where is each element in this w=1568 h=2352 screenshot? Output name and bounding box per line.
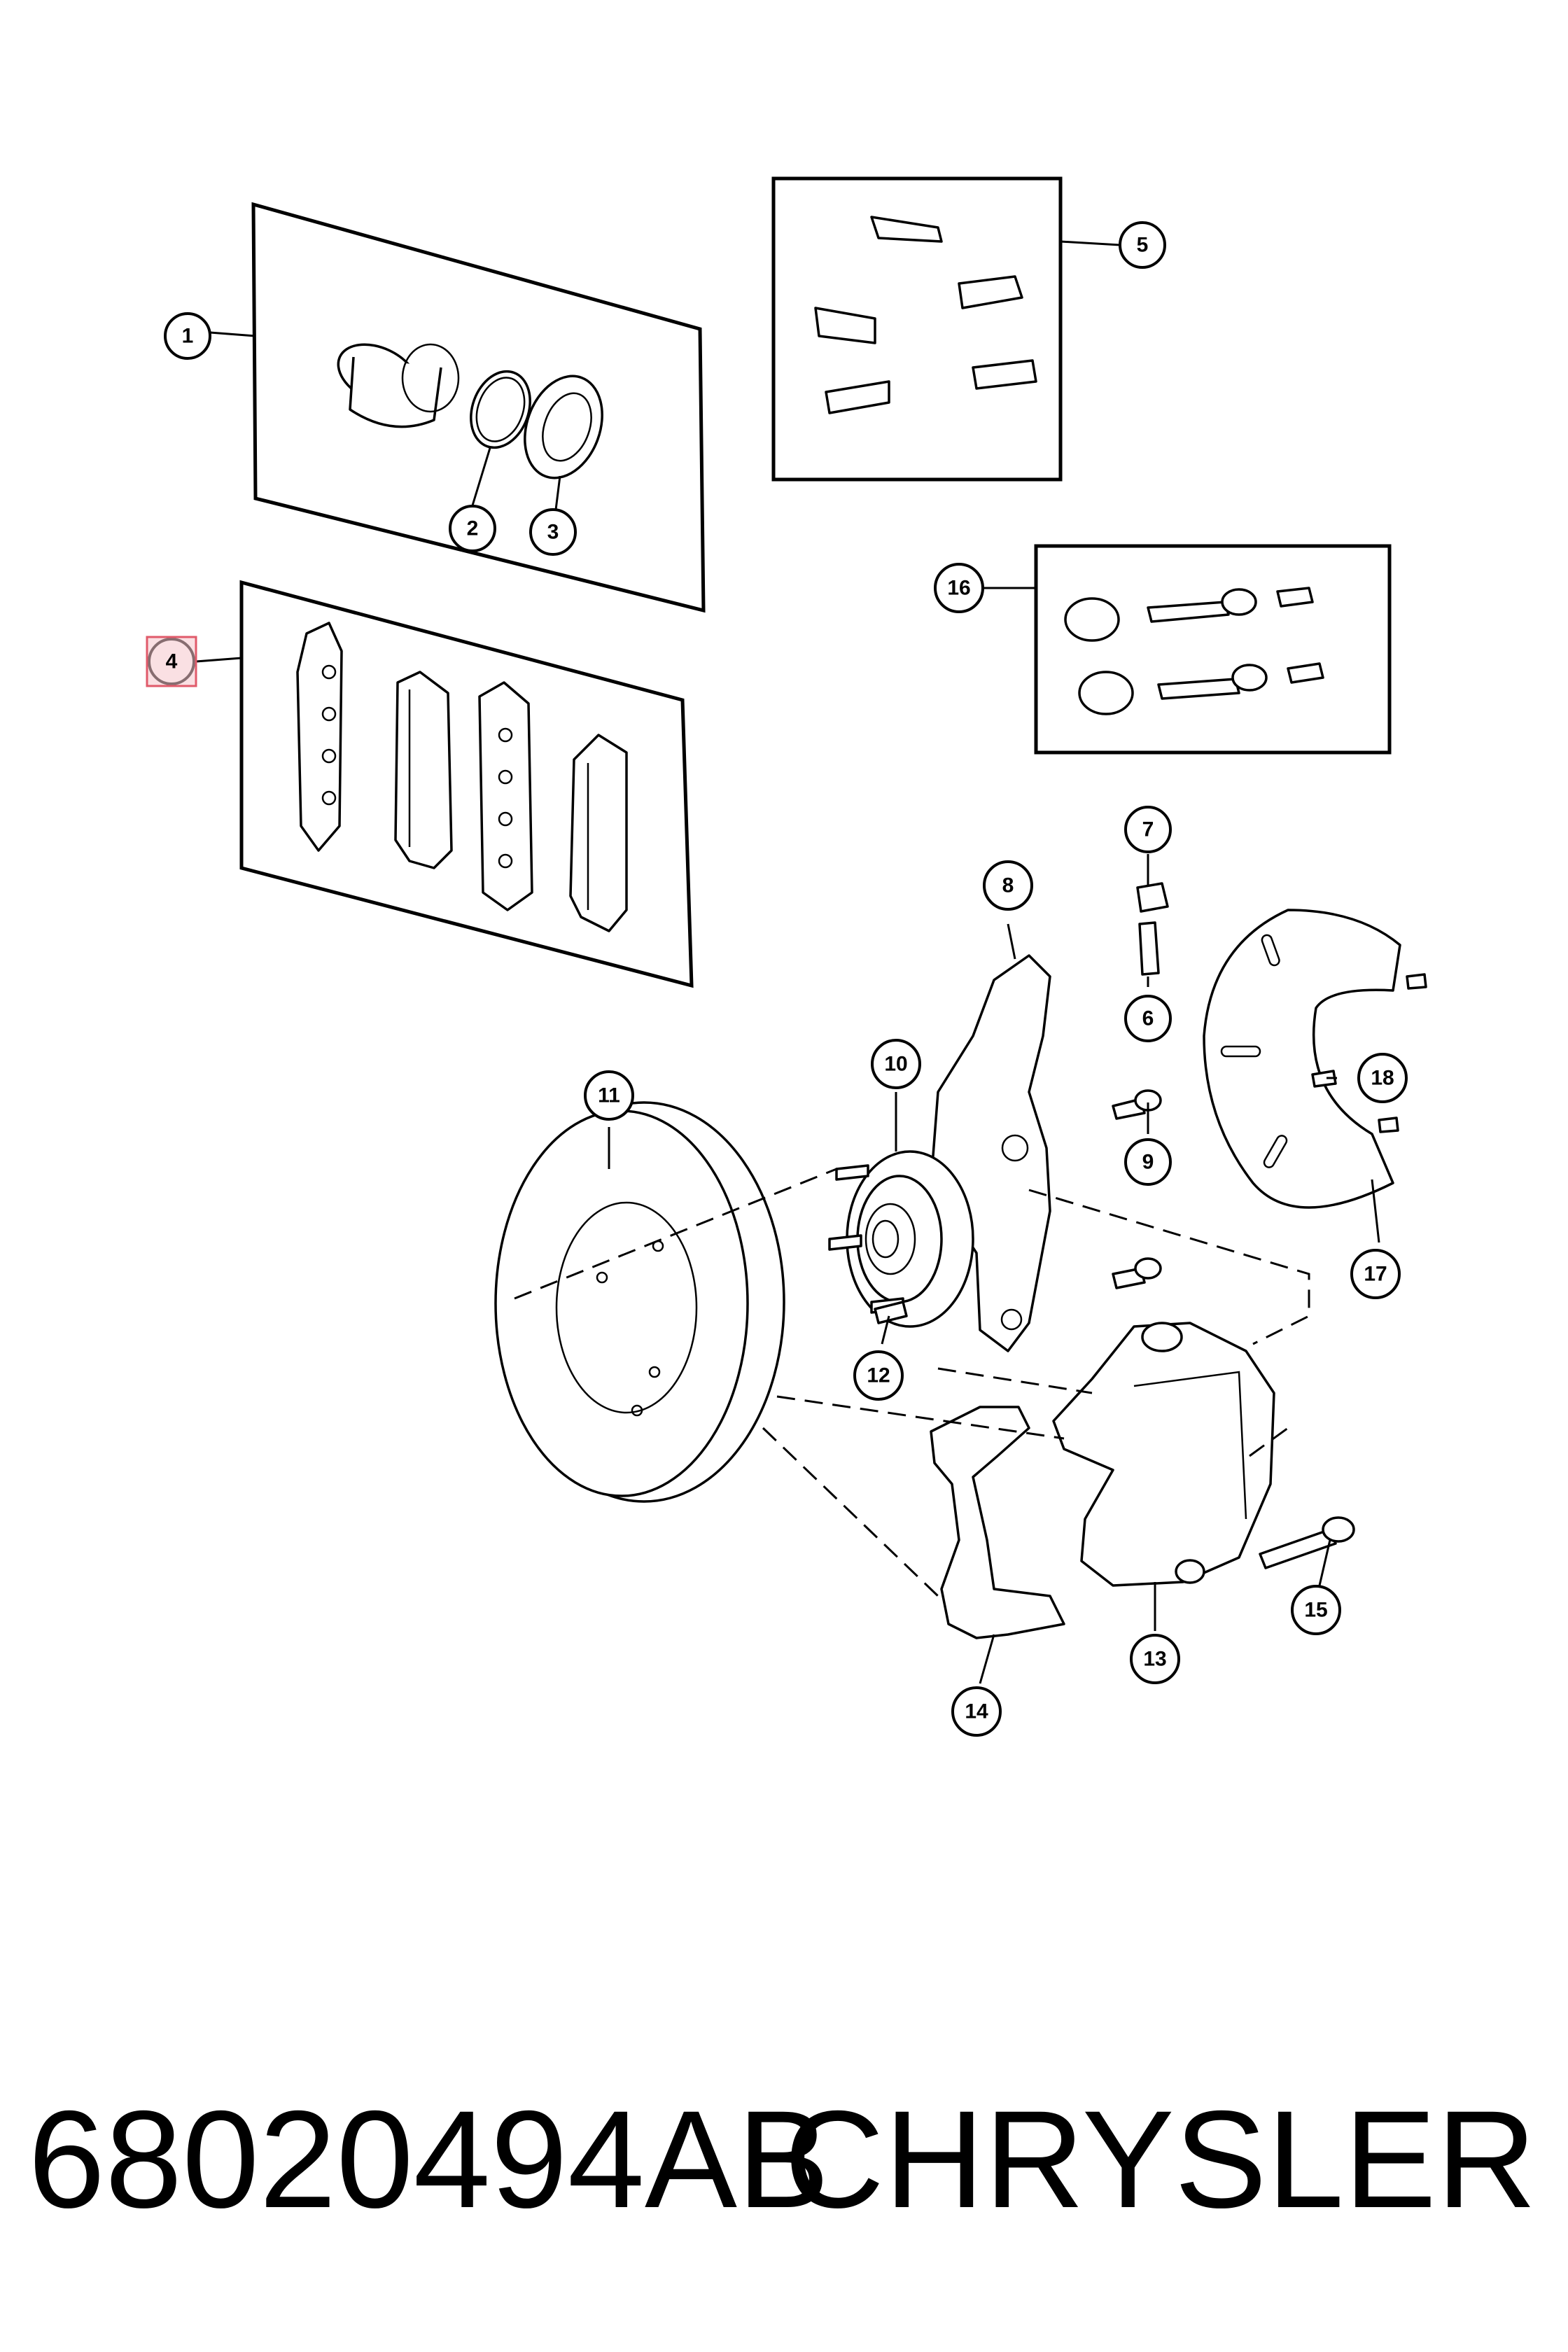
shield-bolt: [1406, 973, 1427, 990]
clip: [870, 216, 943, 243]
brake-pads-panel: [239, 580, 694, 988]
callout-6: 6: [1124, 995, 1172, 1042]
assembly-line: [776, 1395, 1065, 1440]
callout-10: 10: [871, 1039, 921, 1089]
piston-boot: [524, 374, 603, 479]
hub-bearing: [828, 1150, 974, 1328]
callout-7: 7: [1124, 806, 1172, 853]
bleeder-cap: [1136, 882, 1169, 913]
svg-text:11: 11: [598, 1084, 620, 1107]
svg-text:8: 8: [1002, 874, 1014, 897]
callout-16: 16: [934, 563, 984, 613]
callout-1: 1: [164, 312, 211, 360]
part-number: 68020494AB: [28, 2082, 830, 2236]
pad-clip-kit-panel: [771, 176, 1063, 482]
assembly-line: [937, 1367, 1093, 1394]
brake-pad: [569, 734, 628, 932]
clip: [958, 275, 1023, 309]
bushing: [1078, 671, 1134, 715]
caliper-bracket: [930, 1406, 1065, 1639]
callout-8: 8: [983, 860, 1033, 911]
svg-text:16: 16: [947, 577, 970, 600]
caliper-piston: [337, 343, 460, 428]
dust-shield: [1203, 909, 1401, 1209]
brand-name: CHRYSLER: [784, 2082, 1536, 2236]
svg-text:6: 6: [1142, 1007, 1154, 1030]
bushing: [1064, 597, 1120, 642]
piston-seal-kit-panel: [251, 202, 706, 613]
callout-5: 5: [1119, 221, 1166, 269]
callout-18: 18: [1357, 1053, 1408, 1103]
svg-text:15: 15: [1304, 1599, 1327, 1622]
clip: [825, 380, 890, 414]
svg-text:17: 17: [1364, 1263, 1387, 1286]
svg-text:5: 5: [1137, 234, 1149, 257]
svg-text:4: 4: [166, 650, 178, 673]
assembly-line: [762, 1427, 939, 1597]
svg-text:14: 14: [965, 1700, 988, 1723]
bolt: [1259, 1528, 1337, 1569]
callout-2: 2: [449, 505, 496, 552]
guide-pin: [1157, 678, 1240, 700]
brake-rotor: [494, 1101, 785, 1503]
assembly-line: [1249, 1427, 1289, 1457]
bolt: [1287, 662, 1324, 684]
brake-caliper: [1052, 1322, 1275, 1587]
selected-callout-highlight: [146, 636, 197, 687]
bleeder-screw: [1138, 921, 1160, 976]
svg-text:1: 1: [182, 325, 194, 348]
callout-12: 12: [853, 1350, 904, 1401]
shield-bolt: [1311, 1070, 1337, 1088]
svg-text:3: 3: [547, 521, 559, 544]
callout-4[interactable]: 4: [146, 636, 197, 687]
svg-text:13: 13: [1143, 1648, 1166, 1671]
svg-text:9: 9: [1142, 1151, 1154, 1174]
callout-17: 17: [1350, 1249, 1401, 1299]
svg-text:2: 2: [467, 517, 479, 540]
svg-text:12: 12: [867, 1364, 890, 1387]
bolt: [1276, 587, 1314, 608]
brake-pad: [394, 671, 453, 869]
callout-3: 3: [529, 508, 577, 556]
assembly-line: [1028, 1189, 1310, 1345]
slide-pin-kit-panel: [1034, 544, 1392, 755]
brake-pad: [296, 622, 343, 852]
steering-knuckle: [930, 954, 1051, 1352]
assembly-line: [514, 1168, 837, 1300]
svg-text:18: 18: [1371, 1067, 1394, 1090]
clip: [814, 307, 876, 344]
guide-pin: [1147, 601, 1230, 623]
svg-text:7: 7: [1142, 818, 1154, 841]
callout-9: 9: [1124, 1138, 1172, 1186]
callout-14: 14: [951, 1686, 1002, 1737]
callout-15: 15: [1291, 1585, 1341, 1635]
shield-bolt: [1378, 1116, 1399, 1133]
leader-lines: [195, 240, 1380, 1684]
callout-11: 11: [584, 1070, 634, 1121]
wheel-stud: [874, 1301, 908, 1324]
svg-text:10: 10: [884, 1053, 907, 1076]
callout-13: 13: [1130, 1634, 1180, 1684]
clip: [972, 359, 1037, 390]
brake-pad: [478, 681, 533, 911]
